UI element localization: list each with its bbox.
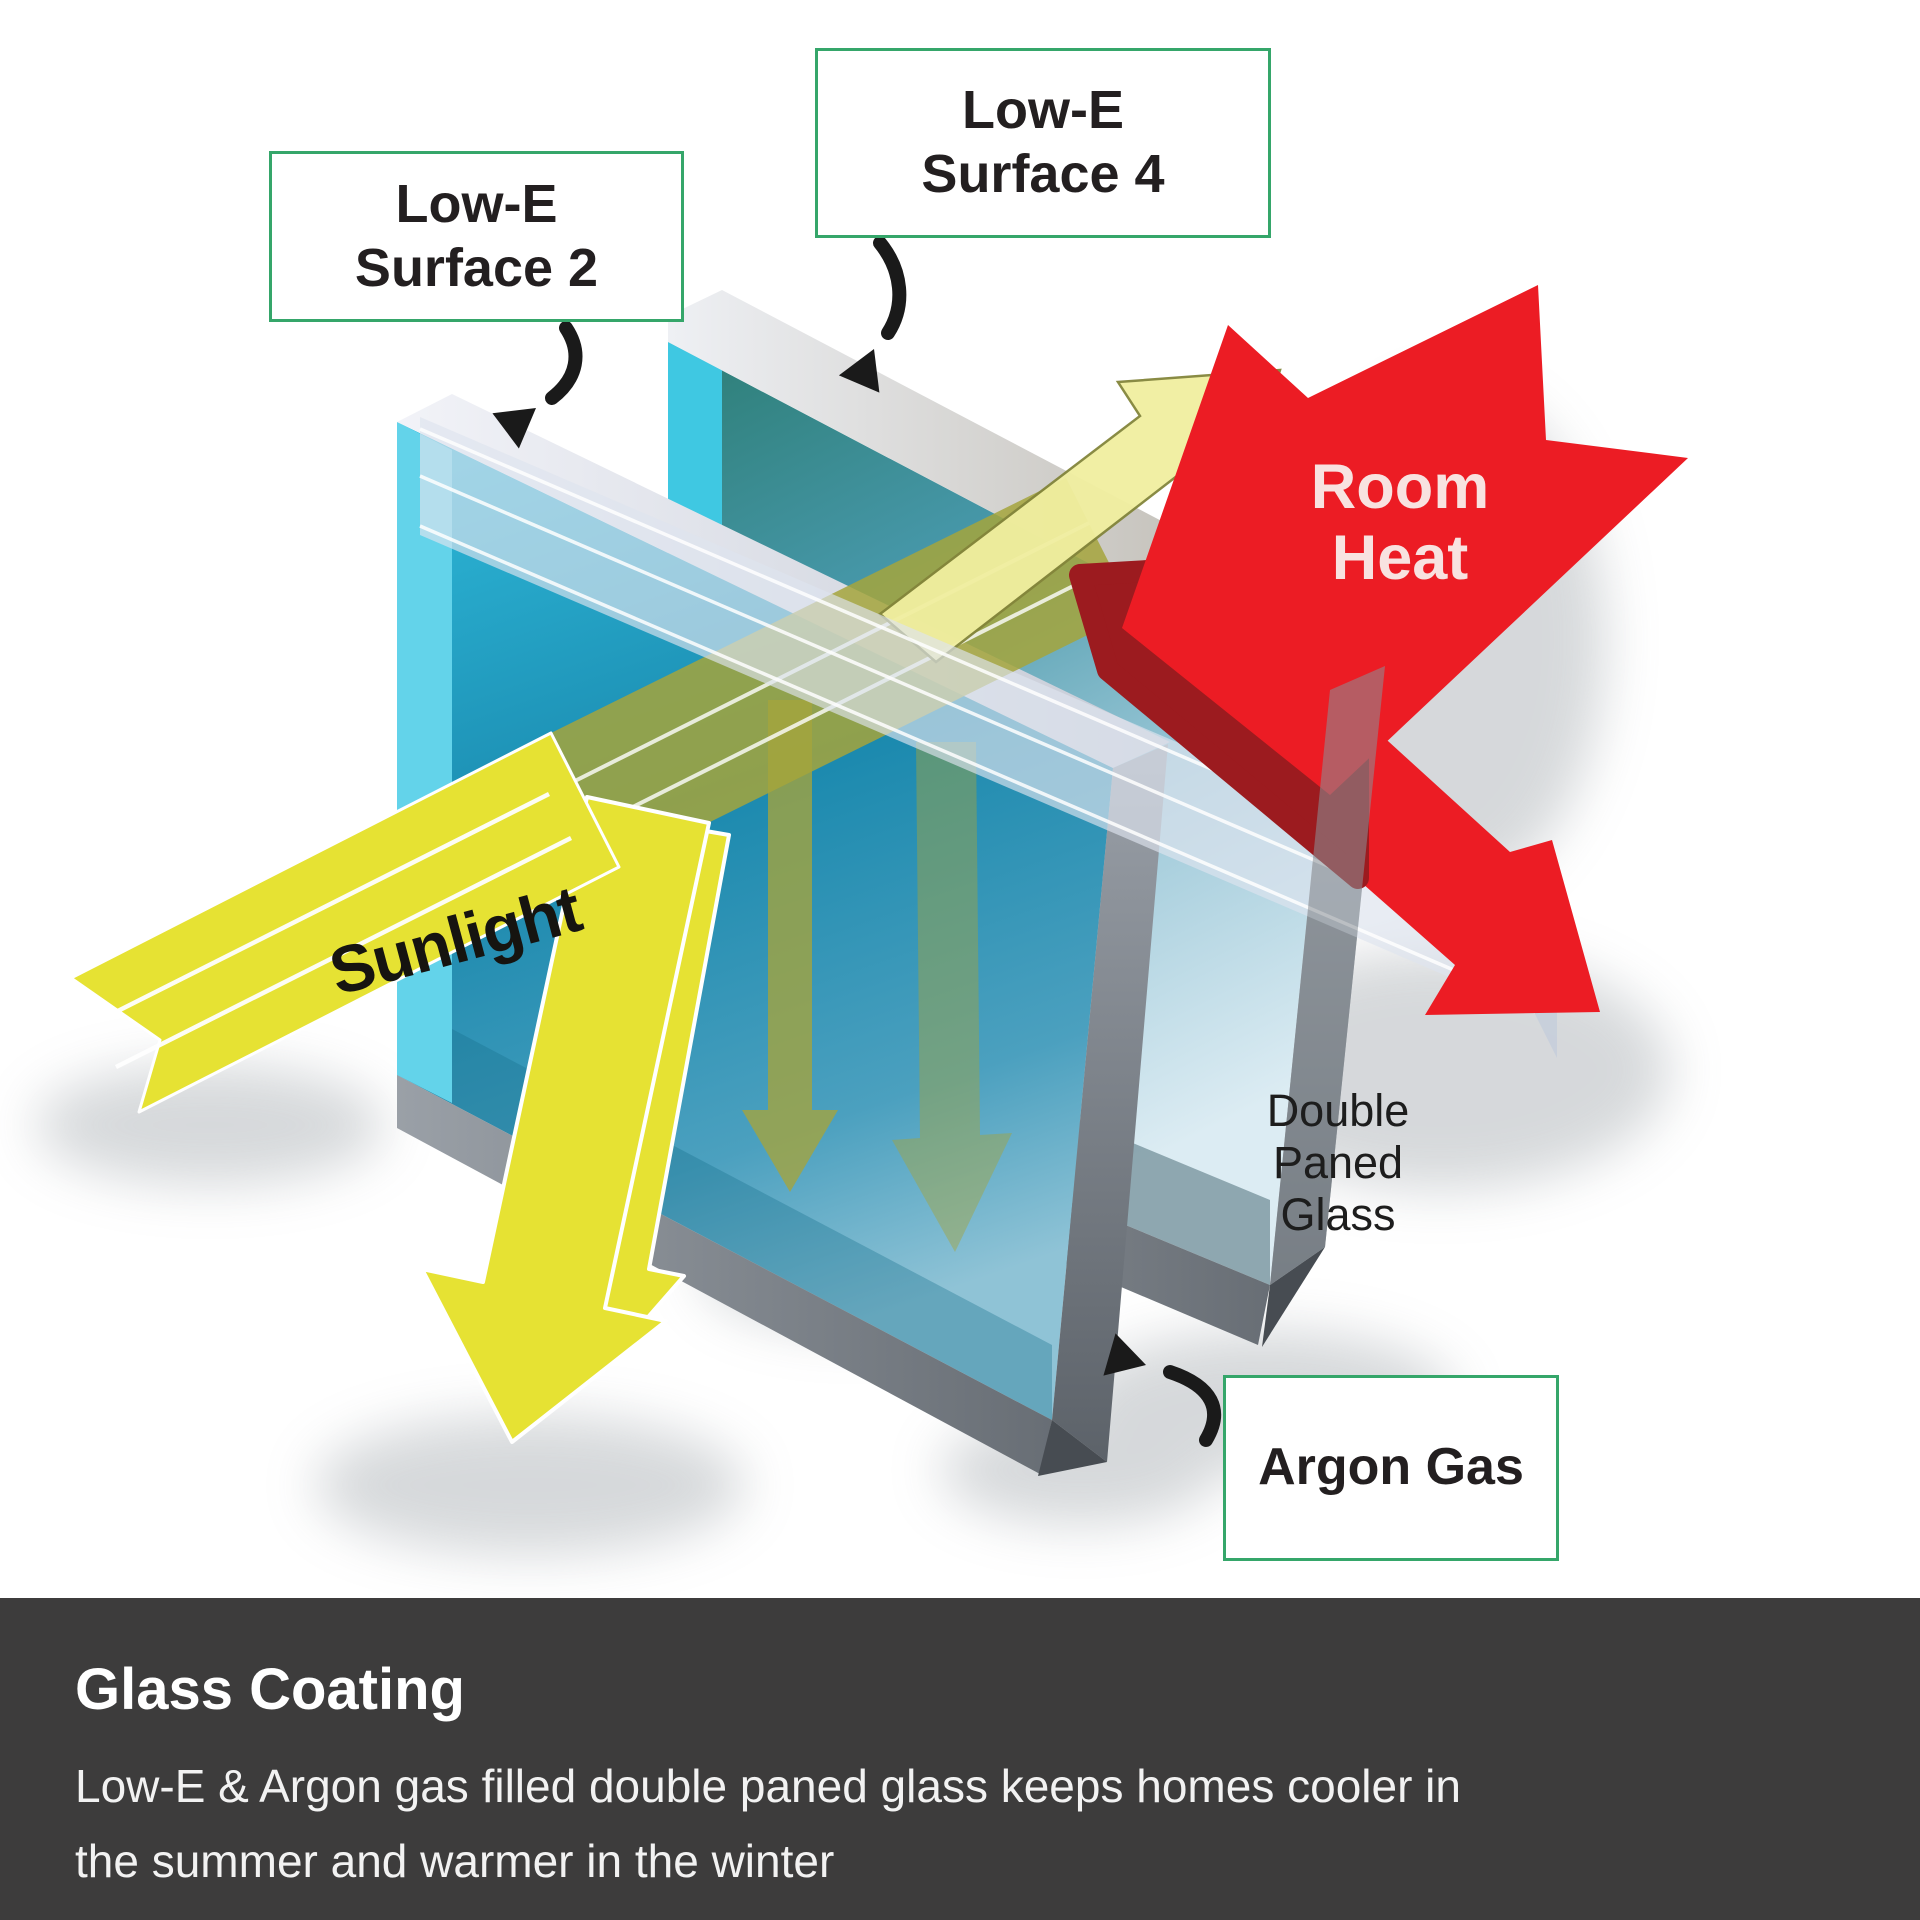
- olive-down-arrow2-icon: [892, 742, 1012, 1252]
- room-heat-arrow-icon: [1122, 285, 1688, 795]
- double-paned-glass-label: Double Paned Glass: [1266, 1085, 1410, 1241]
- pointer-arrowheads: [492, 349, 1146, 1376]
- label-low-e-surface-4-text: Low-E Surface 4: [921, 80, 1165, 204]
- pane-front-right-edge: [1052, 744, 1168, 1462]
- glass-diagram-canvas: [35, 236, 1688, 1555]
- curved-arrow-surface4-icon: [873, 236, 907, 340]
- pane-front-corner-wedge: [1038, 1420, 1107, 1476]
- label-low-e-surface-2-text: Low-E Surface 2: [354, 173, 599, 298]
- reflected-sun-arrows: [420, 795, 731, 1444]
- sunbeam-bright-lines: [92, 791, 573, 1070]
- arrowhead-surface2-icon: [492, 408, 536, 449]
- room-heat-arrows: [1069, 285, 1688, 1285]
- room-heat-label: Room Heat: [1310, 452, 1490, 593]
- label-argon-gas-text: Argon Gas: [1258, 1438, 1524, 1497]
- pane-rear-right-edge-overlay: [1270, 666, 1385, 1285]
- pointer-arrows: [545, 236, 1222, 1447]
- caption-title: Glass Coating: [75, 1657, 465, 1722]
- olive-down-arrow-icon: [742, 700, 838, 1192]
- label-low-e-surface-4: Low-E Surface 4: [815, 48, 1271, 238]
- label-low-e-surface-2: Low-E Surface 2: [269, 151, 684, 322]
- pane-front-face: [397, 422, 1113, 1420]
- arrowhead-surface4-icon: [838, 349, 880, 393]
- curved-arrow-argon-icon: [1163, 1365, 1222, 1447]
- caption-footer: Glass Coating Low-E & Argon gas filled d…: [0, 1598, 1920, 1920]
- caption-description: Low-E & Argon gas filled double paned gl…: [75, 1760, 1461, 1888]
- sunlight-beam: [69, 731, 621, 1114]
- arrowhead-argon-icon: [1103, 1333, 1146, 1376]
- sun-reflect-wide-arrow-icon: [420, 795, 711, 1444]
- curved-arrow-surface2-icon: [545, 321, 583, 405]
- pane-rear-corner-wedge: [1262, 1247, 1325, 1347]
- label-argon-gas: Argon Gas: [1223, 1375, 1559, 1561]
